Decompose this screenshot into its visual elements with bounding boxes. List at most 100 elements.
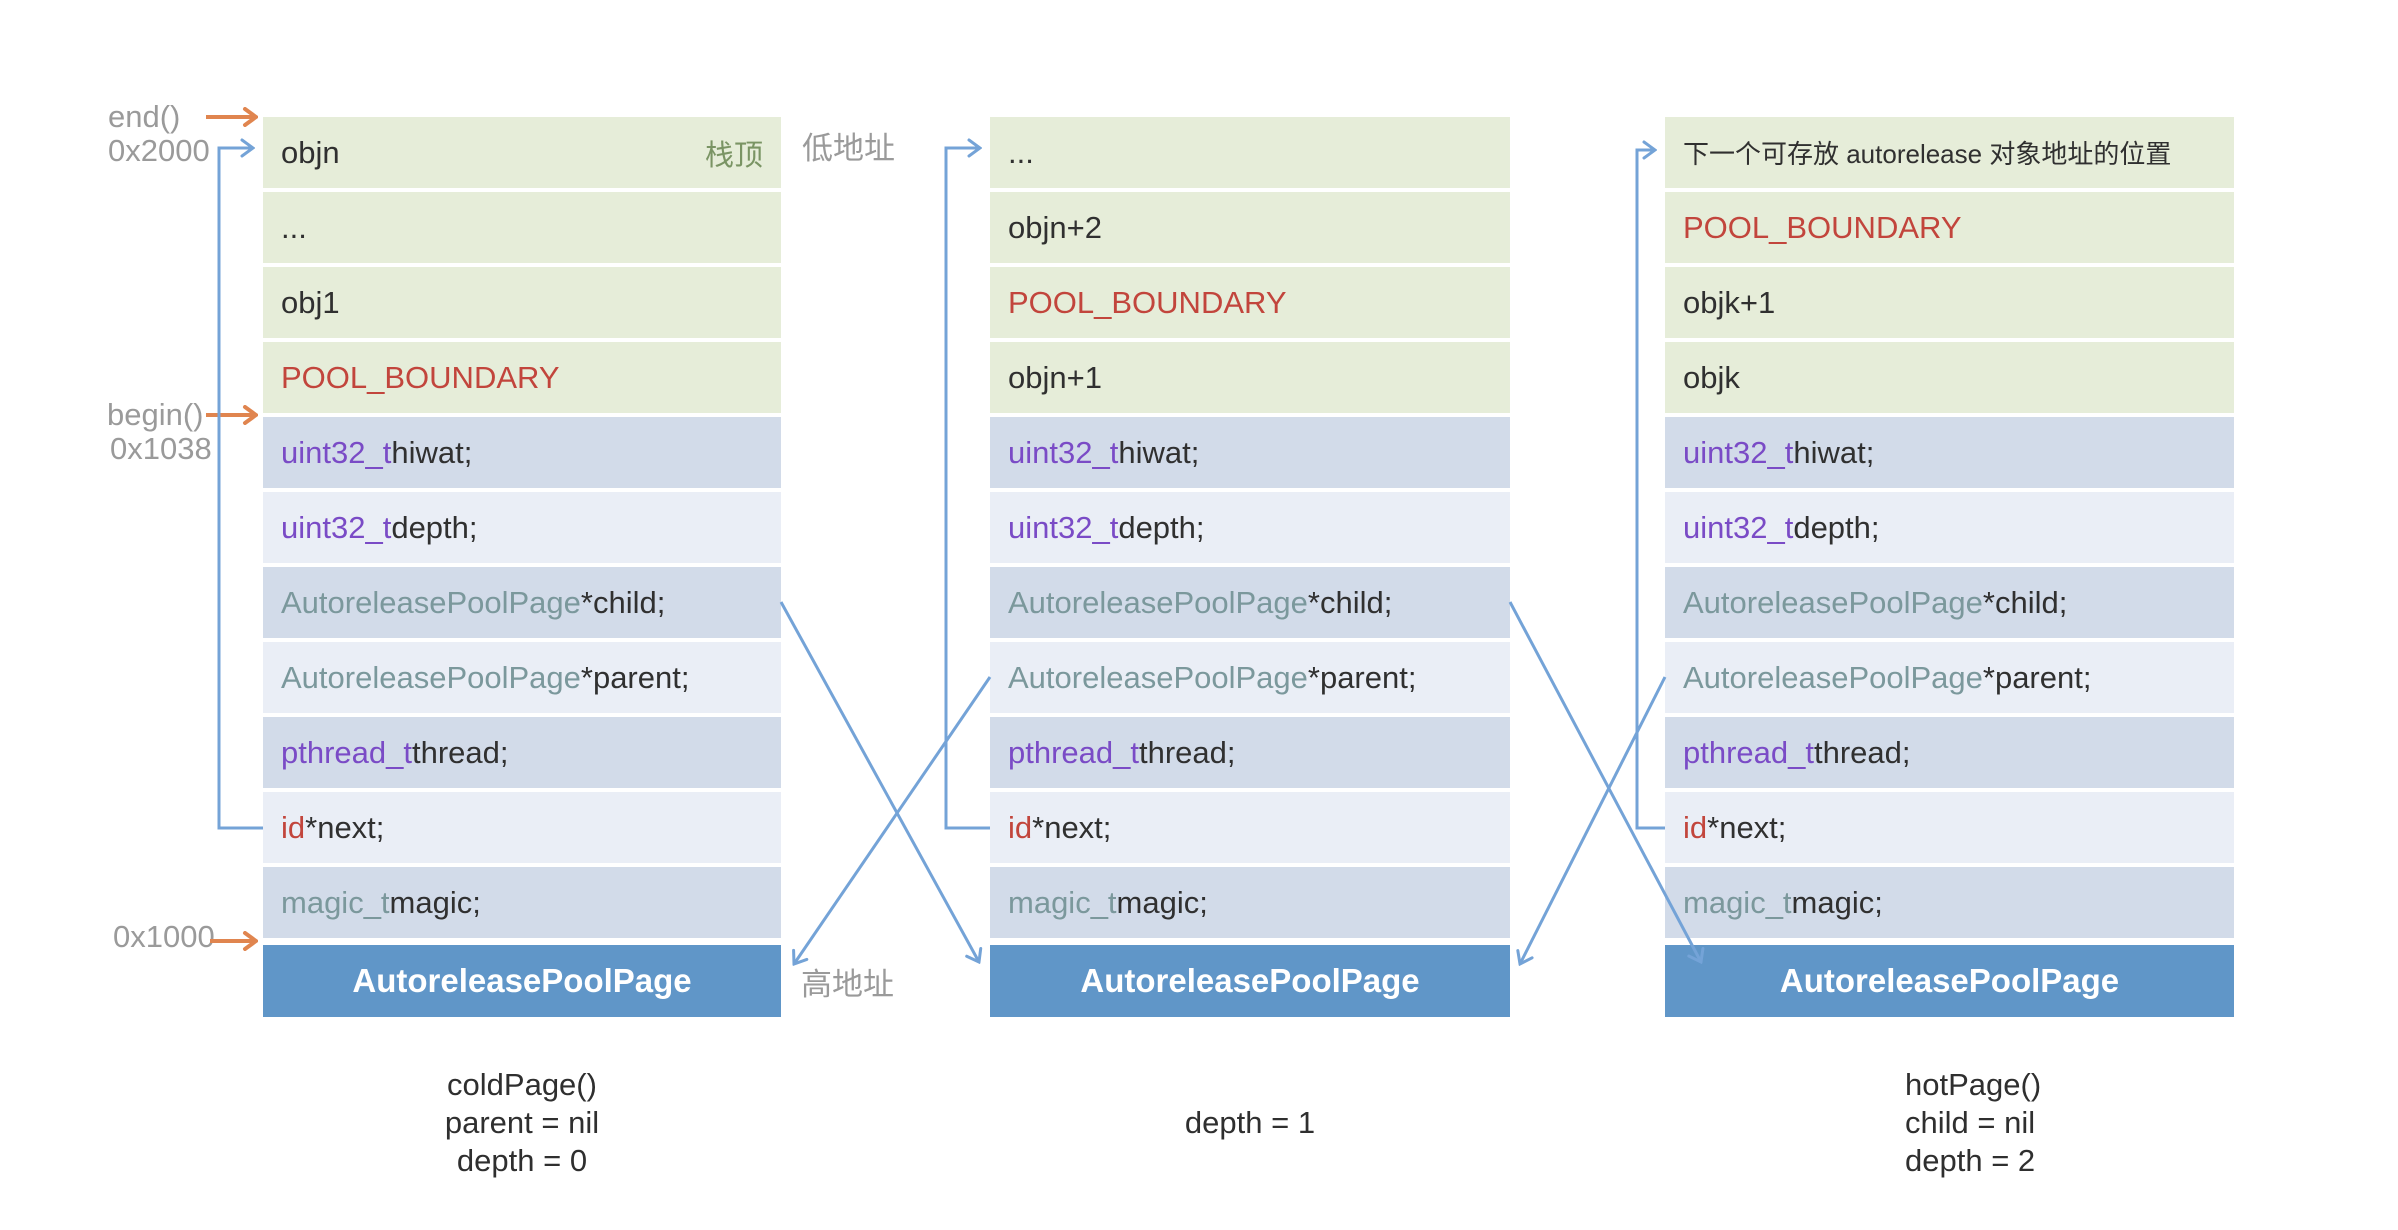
field-row-thread: pthread_t thread; [263, 717, 781, 788]
addr-0x1038-label: 0x1038 [110, 431, 212, 466]
field-token: depth; [1793, 509, 1880, 545]
middle-page-column: ... objn+2 POOL_BOUNDARY objn+1 uint32_t… [990, 117, 1510, 942]
field-token: *child; [1982, 584, 2068, 620]
field-row-next: id *next; [990, 792, 1510, 863]
field-token: hiwat; [391, 434, 473, 470]
caption-line: depth = 2 [1905, 1143, 2036, 1178]
cold-page-caption: coldPage() parent = nil depth = 0 [263, 1066, 781, 1180]
field-row-parent: AutoreleasePoolPage *parent; [1665, 642, 2234, 713]
next-pointer-arrow-cold [217, 148, 263, 830]
type-token: AutoreleasePoolPage [281, 584, 581, 620]
type-token: magic_t [1008, 884, 1117, 920]
field-token: *child; [1307, 584, 1393, 620]
field-token: *parent; [1307, 659, 1417, 695]
slot-row-objk: objk [1665, 342, 2234, 413]
pool-boundary-label: POOL_BOUNDARY [281, 359, 560, 395]
caption-line: depth = 1 [1184, 1105, 1316, 1140]
type-token: uint32_t [281, 434, 392, 470]
middle-page-caption: depth = 1 [990, 1104, 1510, 1142]
field-row-thread: pthread_t thread; [990, 717, 1510, 788]
field-token: *parent; [1982, 659, 2092, 695]
slot-label: objn [281, 134, 340, 170]
field-row-hiwat: uint32_t hiwat; [1665, 417, 2234, 488]
type-token: uint32_t [281, 509, 392, 545]
slot-row-objn: objn 栈顶 [263, 117, 781, 188]
hot-page-caption: hotPage() child = nil depth = 2 [1905, 1066, 2041, 1180]
caption-line: coldPage() [447, 1067, 597, 1102]
type-token: AutoreleasePoolPage [1008, 659, 1308, 695]
slot-row-objk1: objk+1 [1665, 267, 2234, 338]
field-row-depth: uint32_t depth; [263, 492, 781, 563]
field-token: hiwat; [1118, 434, 1200, 470]
field-token: *parent; [580, 659, 690, 695]
type-token: uint32_t [1008, 434, 1119, 470]
caption-line: depth = 0 [456, 1143, 588, 1178]
type-token: uint32_t [1683, 509, 1794, 545]
pool-boundary-row: POOL_BOUNDARY [990, 267, 1510, 338]
pool-boundary-label: POOL_BOUNDARY [1008, 284, 1287, 320]
pool-boundary-row: POOL_BOUNDARY [263, 342, 781, 413]
pool-boundary-label: POOL_BOUNDARY [1683, 209, 1962, 245]
field-row-hiwat: uint32_t hiwat; [263, 417, 781, 488]
type-token: pthread_t [281, 734, 412, 770]
field-token: thread; [412, 734, 509, 770]
stack-top-label: 栈顶 [704, 139, 763, 172]
slot-row-objn2: objn+2 [990, 192, 1510, 263]
field-row-parent: AutoreleasePoolPage *parent; [990, 642, 1510, 713]
slot-label: ... [1008, 134, 1034, 170]
type-token: magic_t [1683, 884, 1792, 920]
low-address-label: 低地址 [802, 131, 895, 166]
addr-0x2000-label: 0x2000 [108, 133, 210, 168]
type-token: AutoreleasePoolPage [1683, 659, 1983, 695]
field-token: *child; [580, 584, 666, 620]
field-token: depth; [391, 509, 478, 545]
type-token: id [281, 809, 306, 845]
field-token: magic; [1116, 884, 1208, 920]
field-token: thread; [1139, 734, 1236, 770]
field-row-magic: magic_t magic; [1665, 867, 2234, 938]
parent-pointer-hot-to-middle [1520, 676, 1667, 964]
field-token: thread; [1814, 734, 1911, 770]
page-header-bar-cold: AutoreleasePoolPage [263, 945, 781, 1017]
field-row-thread: pthread_t thread; [1665, 717, 2234, 788]
next-pointer-arrow-middle [944, 148, 990, 830]
type-token: AutoreleasePoolPage [281, 659, 581, 695]
child-pointer-cold-to-middle [779, 601, 979, 962]
page-header-bar-hot: AutoreleasePoolPage [1665, 945, 2234, 1017]
type-token: pthread_t [1683, 734, 1814, 770]
slot-row-ellipsis: ... [990, 117, 1510, 188]
field-row-child: AutoreleasePoolPage *child; [263, 567, 781, 638]
type-token: uint32_t [1683, 434, 1794, 470]
caption-line: hotPage() [1905, 1067, 2042, 1102]
high-address-label: 高地址 [801, 967, 894, 1002]
field-token: magic; [389, 884, 481, 920]
slot-label: objn+1 [1008, 359, 1102, 395]
field-token: *next; [305, 809, 385, 845]
slot-row-ellipsis: ... [263, 192, 781, 263]
type-token: AutoreleasePoolPage [1008, 584, 1308, 620]
type-token: id [1683, 809, 1708, 845]
next-pointer-arrow-hot [1635, 150, 1665, 830]
field-row-child: AutoreleasePoolPage *child; [990, 567, 1510, 638]
slot-row-objn1: objn+1 [990, 342, 1510, 413]
caption-line: child = nil [1905, 1105, 2036, 1140]
field-token: depth; [1118, 509, 1205, 545]
field-row-child: AutoreleasePoolPage *child; [1665, 567, 2234, 638]
slot-label: ... [281, 209, 307, 245]
type-token: pthread_t [1008, 734, 1139, 770]
addr-0x1000-label: 0x1000 [113, 919, 215, 954]
slot-label: objn+2 [1008, 209, 1102, 245]
type-token: id [1008, 809, 1033, 845]
field-row-next: id *next; [263, 792, 781, 863]
caption-line: parent = nil [444, 1105, 600, 1140]
slot-row-obj1: obj1 [263, 267, 781, 338]
field-row-depth: uint32_t depth; [1665, 492, 2234, 563]
slot-label: 下一个可存放 autorelease 对象地址的位置 [1683, 139, 2172, 169]
slot-row-next-free: 下一个可存放 autorelease 对象地址的位置 [1665, 117, 2234, 188]
field-row-next: id *next; [1665, 792, 2234, 863]
field-row-magic: magic_t magic; [990, 867, 1510, 938]
field-token: *next; [1707, 809, 1787, 845]
type-token: magic_t [281, 884, 390, 920]
end-label: end() [108, 99, 181, 134]
type-token: uint32_t [1008, 509, 1119, 545]
